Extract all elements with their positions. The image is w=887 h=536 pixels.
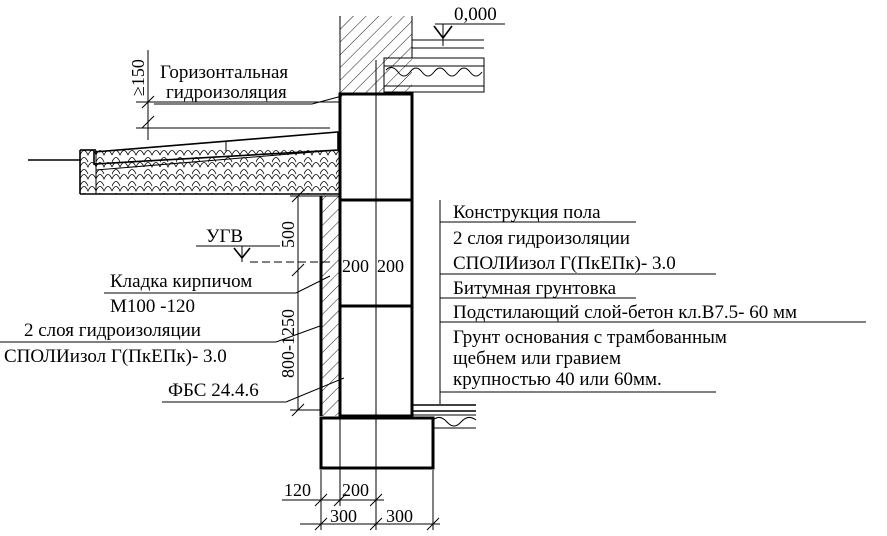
footing bbox=[319, 416, 435, 470]
fbs-callout: ФБС 24.4.6 bbox=[162, 377, 345, 403]
fbs-label: ФБС 24.4.6 bbox=[168, 380, 259, 401]
horizontal-waterproofing-label-1: Горизонтальная bbox=[160, 62, 288, 83]
floor-layer-4: Битумная грунтовка bbox=[453, 278, 617, 299]
floor-slab bbox=[383, 39, 485, 93]
horizontal-waterproofing-label-2: гидроизоляция bbox=[166, 82, 287, 103]
brick-cladding bbox=[319, 195, 340, 416]
brickwork-callout: Кладка кирпичом М100 -120 bbox=[104, 271, 331, 317]
blind-area bbox=[28, 131, 340, 195]
floor-layer-6: Грунт основания с трамбованным bbox=[453, 327, 727, 348]
floor-layers-callout: Конструкция пола 2 слоя гидроизоляции СП… bbox=[439, 200, 866, 404]
ugv-label: УГВ bbox=[206, 226, 243, 247]
waterproofing-left-callout: 2 слоя гидроизоляции СПОЛИизол Г(ПкЕПк)-… bbox=[0, 320, 321, 367]
dim-150: ≥150 bbox=[128, 50, 340, 140]
floor-layer-7: щебнем или гравием bbox=[453, 348, 621, 369]
brickwork-label-1: Кладка кирпичом bbox=[110, 271, 252, 292]
dim-bottom: 120 200 300 300 bbox=[282, 416, 440, 531]
floor-layer-3: СПОЛИизол Г(ПкЕПк)- 3.0 bbox=[453, 253, 676, 274]
dim-800-1250-label: 800-1250 bbox=[278, 309, 298, 378]
dim-500-label: 500 bbox=[278, 221, 298, 248]
dim-wall-width: 200 200 bbox=[342, 256, 404, 276]
dim-200-bottom-label: 200 bbox=[342, 480, 369, 500]
ugv-mark: УГВ bbox=[196, 226, 330, 263]
floor-buildup bbox=[412, 404, 477, 429]
dim-wall-200-right: 200 bbox=[377, 256, 404, 276]
dim-vertical: 500 800-1250 bbox=[278, 189, 321, 417]
level-mark-label: 0,000 bbox=[454, 4, 497, 25]
floor-layer-8: крупностью 40 или 60мм. bbox=[453, 369, 662, 390]
brickwork-label-2: М100 -120 bbox=[110, 296, 195, 317]
dim-300-right-label: 300 bbox=[386, 506, 413, 526]
dim-300-left-label: 300 bbox=[330, 506, 357, 526]
horizontal-waterproofing-callout: Горизонтальная гидроизоляция bbox=[154, 62, 343, 105]
waterproofing-left-label-1: 2 слоя гидроизоляции bbox=[24, 320, 201, 341]
fbs-blocks bbox=[338, 60, 414, 500]
floor-layer-1: Конструкция пола bbox=[453, 202, 601, 223]
waterproofing-left-label-2: СПОЛИизол Г(ПкЕПк)- 3.0 bbox=[4, 346, 227, 367]
dim-wall-200-left: 200 bbox=[342, 256, 369, 276]
floor-layer-5: Подстилающий слой-бетон кл.В7.5- 60 мм bbox=[453, 302, 797, 323]
level-mark: 0,000 bbox=[433, 4, 505, 46]
dim-150-label: ≥150 bbox=[128, 59, 148, 96]
floor-layer-2: 2 слоя гидроизоляции bbox=[453, 228, 630, 249]
dim-120-label: 120 bbox=[284, 480, 311, 500]
